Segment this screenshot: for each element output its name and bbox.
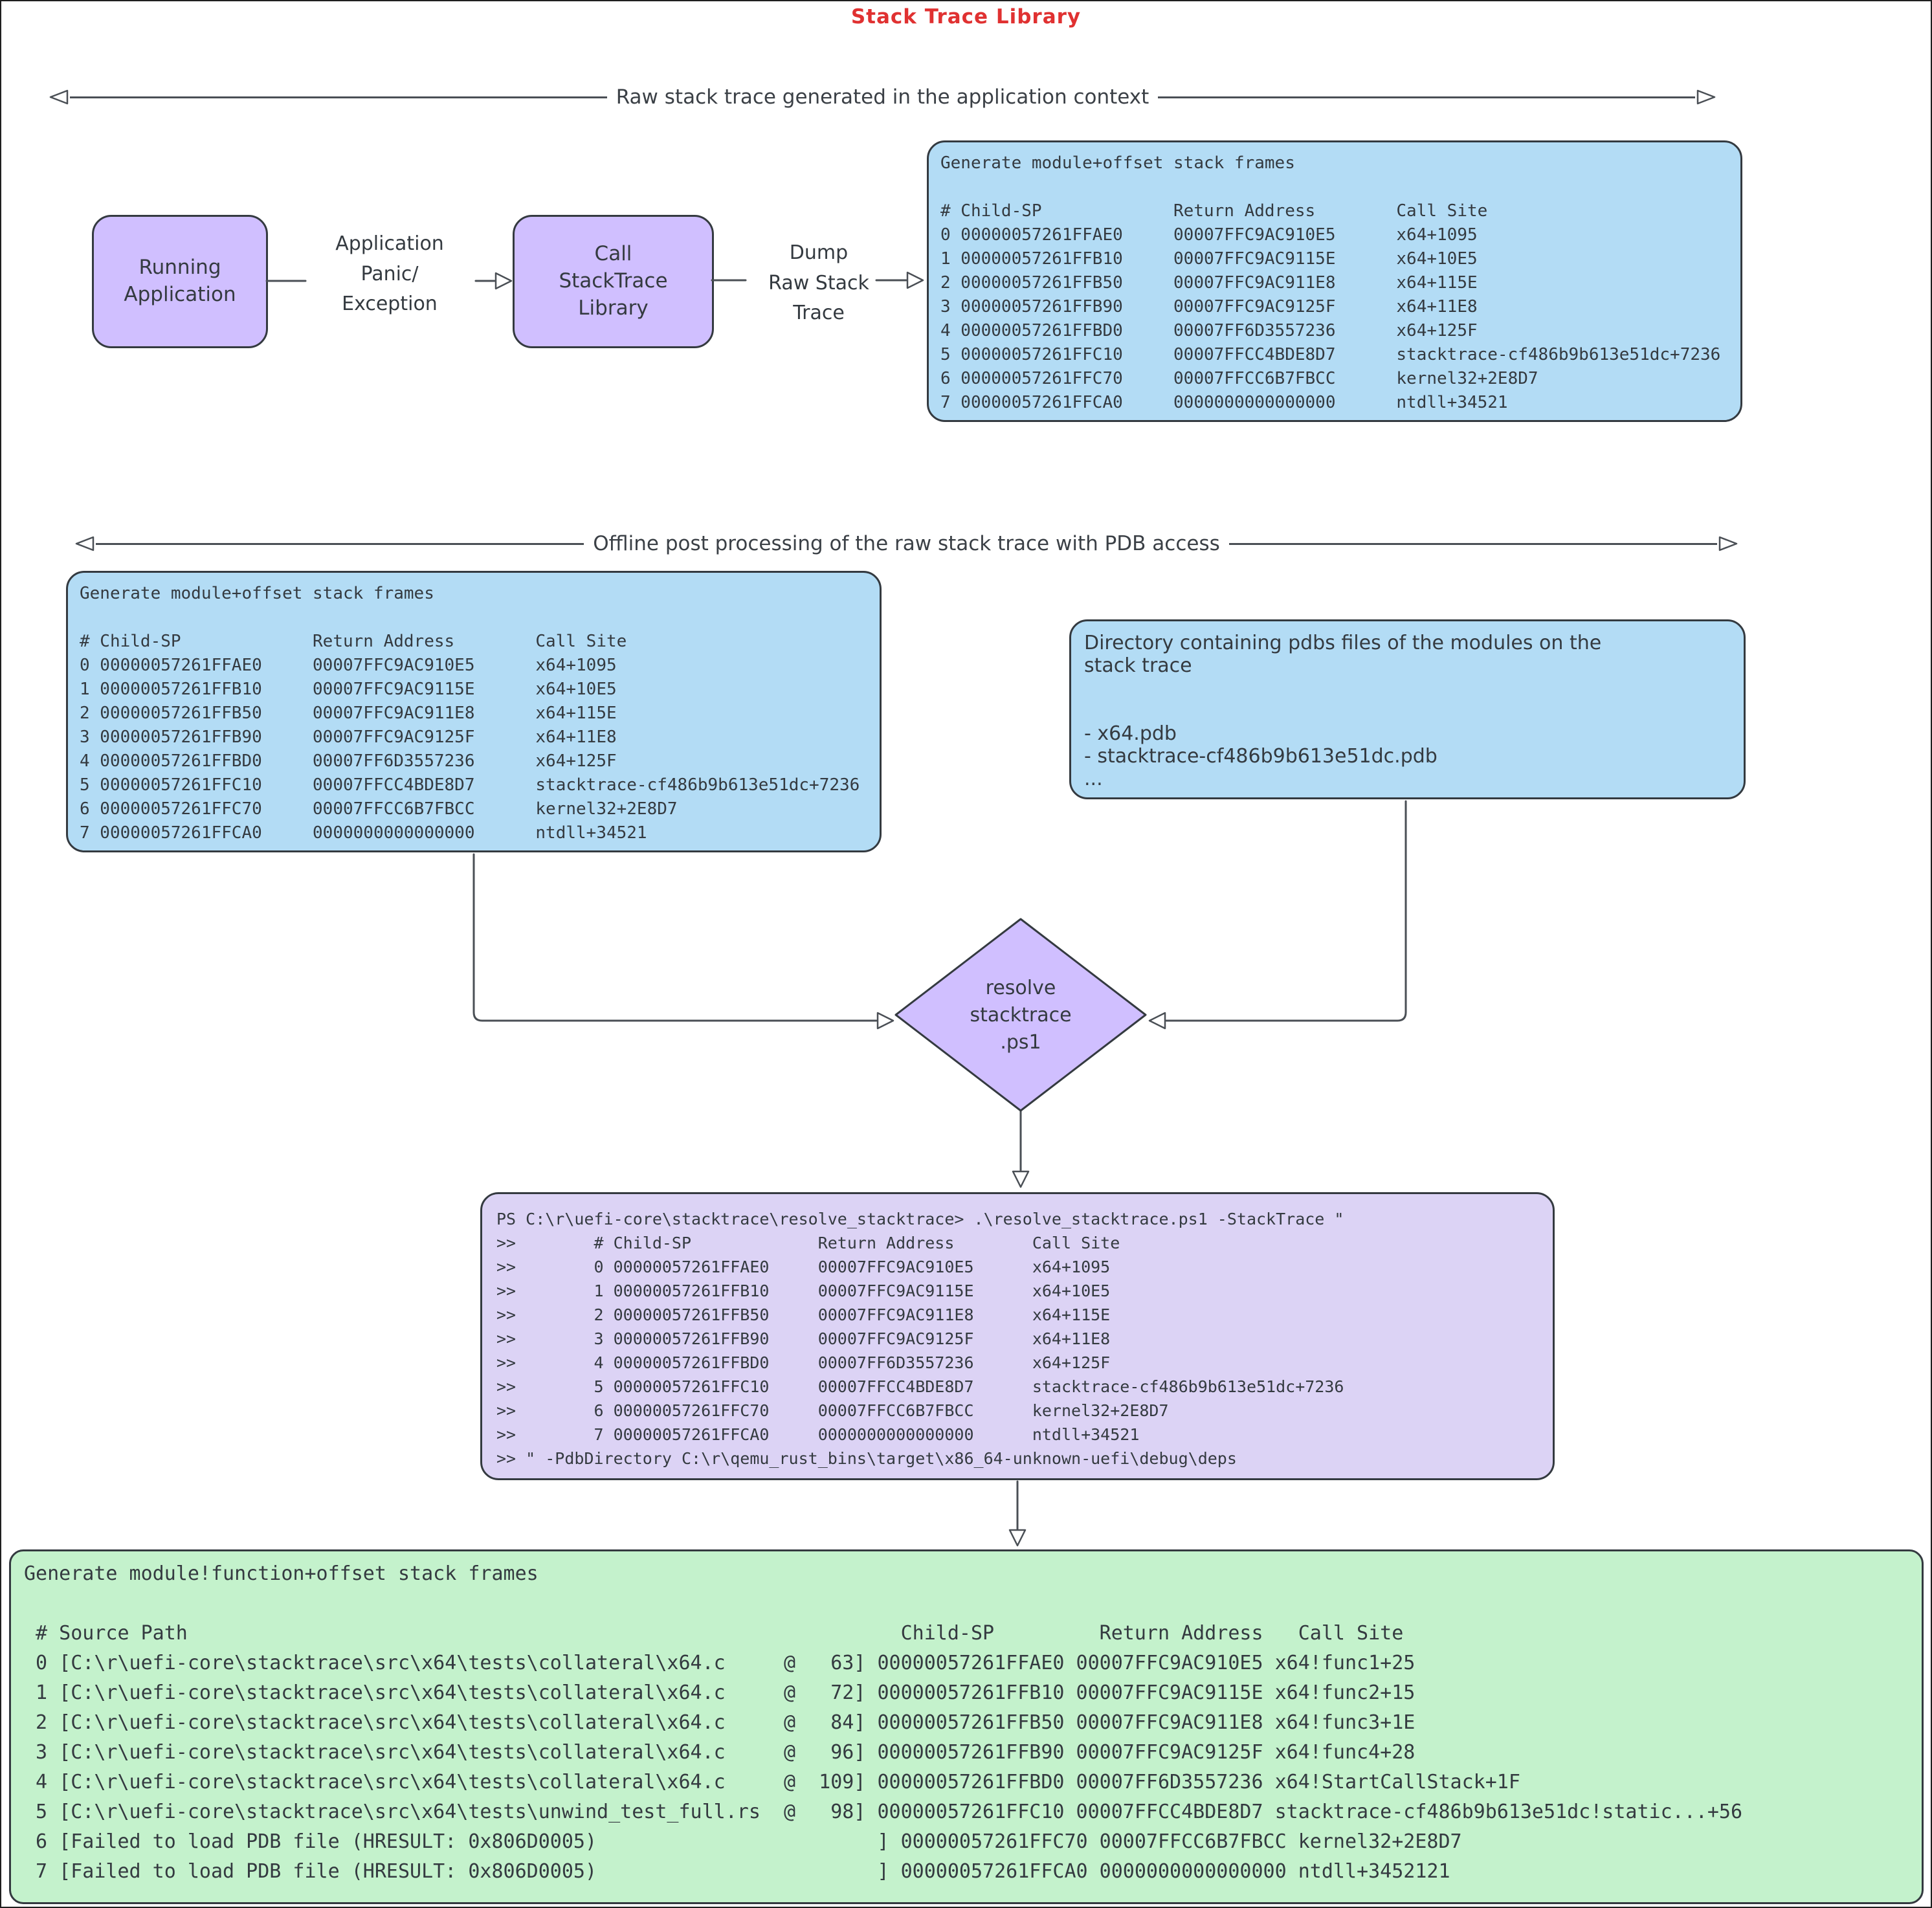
raw-trace-box-app-table: # Child-SP Return Address Call Site 0 00…: [940, 201, 1721, 412]
header-line: [1158, 96, 1695, 98]
section-raw-label: Raw stack trace generated in the applica…: [616, 85, 1149, 109]
header-line: [96, 542, 584, 545]
arrowhead-right-icon: [1718, 536, 1738, 551]
raw-trace-box-offline-title: Generate module+offset stack frames: [80, 584, 434, 603]
resolved-trace-box-table: # Source Path Child-SP Return Address Ca…: [36, 1622, 1743, 1883]
resolve-script-diamond-label: resolve stacktrace .ps1: [970, 977, 1072, 1054]
edge-label-dump-raw-stack-trace: Dump Raw Stack Trace: [768, 241, 869, 324]
edge-label-panic-exception: Application Panic/ Exception: [335, 232, 444, 315]
header-line: [1228, 542, 1718, 545]
section-offline-label: Offline post processing of the raw stack…: [593, 532, 1220, 555]
raw-trace-box-app-title: Generate module+offset stack frames: [940, 153, 1295, 173]
node-call-stacktrace-library: Call StackTrace Library: [513, 215, 714, 348]
arrowhead-left-icon: [49, 89, 69, 105]
pdb-directory-box-text: Directory containing pdbs files of the m…: [1084, 632, 1602, 790]
section-header-offline: Offline post processing of the raw stack…: [74, 529, 1739, 558]
section-header-raw: Raw stack trace generated in the applica…: [48, 83, 1717, 111]
header-line: [70, 96, 607, 98]
arrowhead-left-icon: [75, 536, 94, 551]
resolved-trace-box: Generate module!function+offset stack fr…: [9, 1549, 1924, 1904]
raw-trace-box-offline: Generate module+offset stack frames # Ch…: [66, 571, 882, 852]
powershell-box-text: PS C:\r\uefi-core\stacktrace\resolve_sta…: [496, 1210, 1344, 1468]
pdb-directory-box: Directory containing pdbs files of the m…: [1069, 619, 1746, 799]
node-running-application: Running Application: [92, 215, 268, 348]
arrowhead-right-icon: [1696, 89, 1716, 105]
resolved-trace-box-title: Generate module!function+offset stack fr…: [24, 1562, 539, 1585]
raw-trace-box-offline-table: # Child-SP Return Address Call Site 0 00…: [80, 632, 860, 843]
raw-trace-box-app: Generate module+offset stack frames # Ch…: [927, 140, 1742, 422]
page-title: Stack Trace Library: [850, 5, 1082, 28]
powershell-box: PS C:\r\uefi-core\stacktrace\resolve_sta…: [480, 1192, 1555, 1480]
node-running-application-label: Running Application: [124, 256, 236, 306]
node-call-stacktrace-library-label: Call StackTrace Library: [559, 242, 668, 320]
